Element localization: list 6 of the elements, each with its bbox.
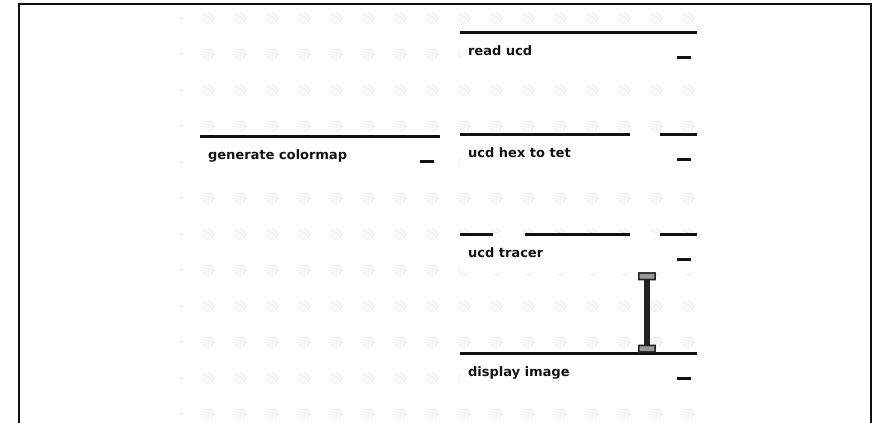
module-label: ucd tracer [468, 246, 544, 261]
module-label: ucd hex to tet [468, 146, 571, 161]
module-label: generate colormap [208, 148, 347, 163]
module-label: display image [468, 365, 570, 380]
connection-line [638, 272, 656, 353]
module-label: read ucd [468, 44, 532, 59]
